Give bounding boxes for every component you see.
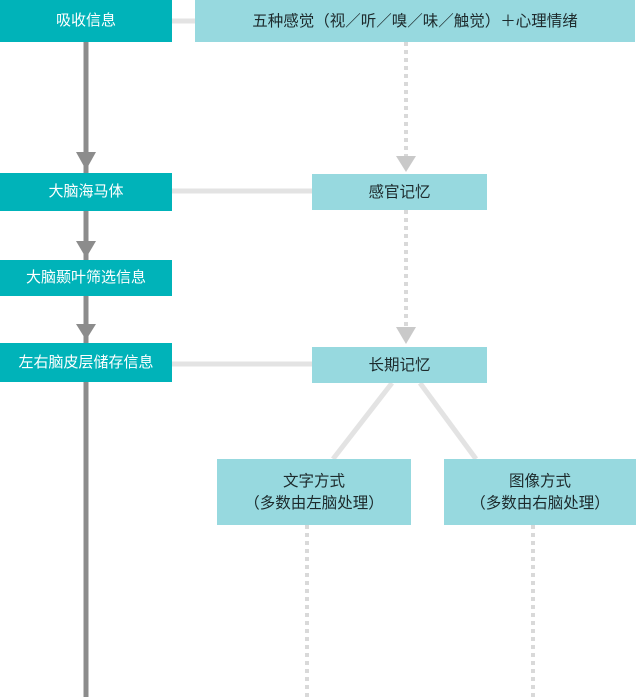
node-five-senses-label: 五种感觉（视／听／嗅／味／触觉）＋心理情绪 (252, 11, 578, 30)
arrow-to-hippocampus (76, 152, 96, 170)
node-temporal-lobe: 大脑颞叶筛选信息 (0, 260, 172, 296)
node-cortex-storage: 左右脑皮层储存信息 (0, 343, 172, 382)
arrow-to-temporal (76, 241, 96, 258)
node-image-mode-title: 图像方式 (508, 471, 571, 490)
node-text-mode: 文字方式 （多数由左脑处理） (217, 459, 411, 525)
node-five-senses: 五种感觉（视／听／嗅／味／触觉）＋心理情绪 (195, 0, 635, 42)
node-temporal-lobe-label: 大脑颞叶筛选信息 (25, 268, 146, 287)
node-cortex-storage-label: 左右脑皮层储存信息 (18, 352, 154, 371)
node-hippocampus-label: 大脑海马体 (48, 182, 124, 201)
node-sensory-memory: 感官记忆 (312, 174, 487, 210)
arrow-to-cortex (76, 324, 96, 340)
node-long-term-memory: 长期记忆 (312, 347, 487, 383)
node-text-mode-title: 文字方式 (282, 471, 345, 490)
arrow-to-longterm (396, 327, 416, 344)
node-long-term-memory-label: 长期记忆 (368, 355, 431, 374)
node-hippocampus: 大脑海马体 (0, 173, 172, 211)
node-absorb-info: 吸收信息 (0, 0, 172, 42)
branch-to-text (331, 381, 394, 461)
node-absorb-info-label: 吸收信息 (55, 11, 116, 30)
arrow-to-sensory (396, 156, 416, 172)
node-image-mode-note: （多数由右脑处理） (470, 494, 610, 512)
branch-to-image (417, 381, 479, 461)
node-text-mode-note: （多数由左脑处理） (244, 494, 384, 512)
node-sensory-memory-label: 感官记忆 (368, 182, 431, 201)
node-image-mode: 图像方式 （多数由右脑处理） (444, 459, 636, 525)
